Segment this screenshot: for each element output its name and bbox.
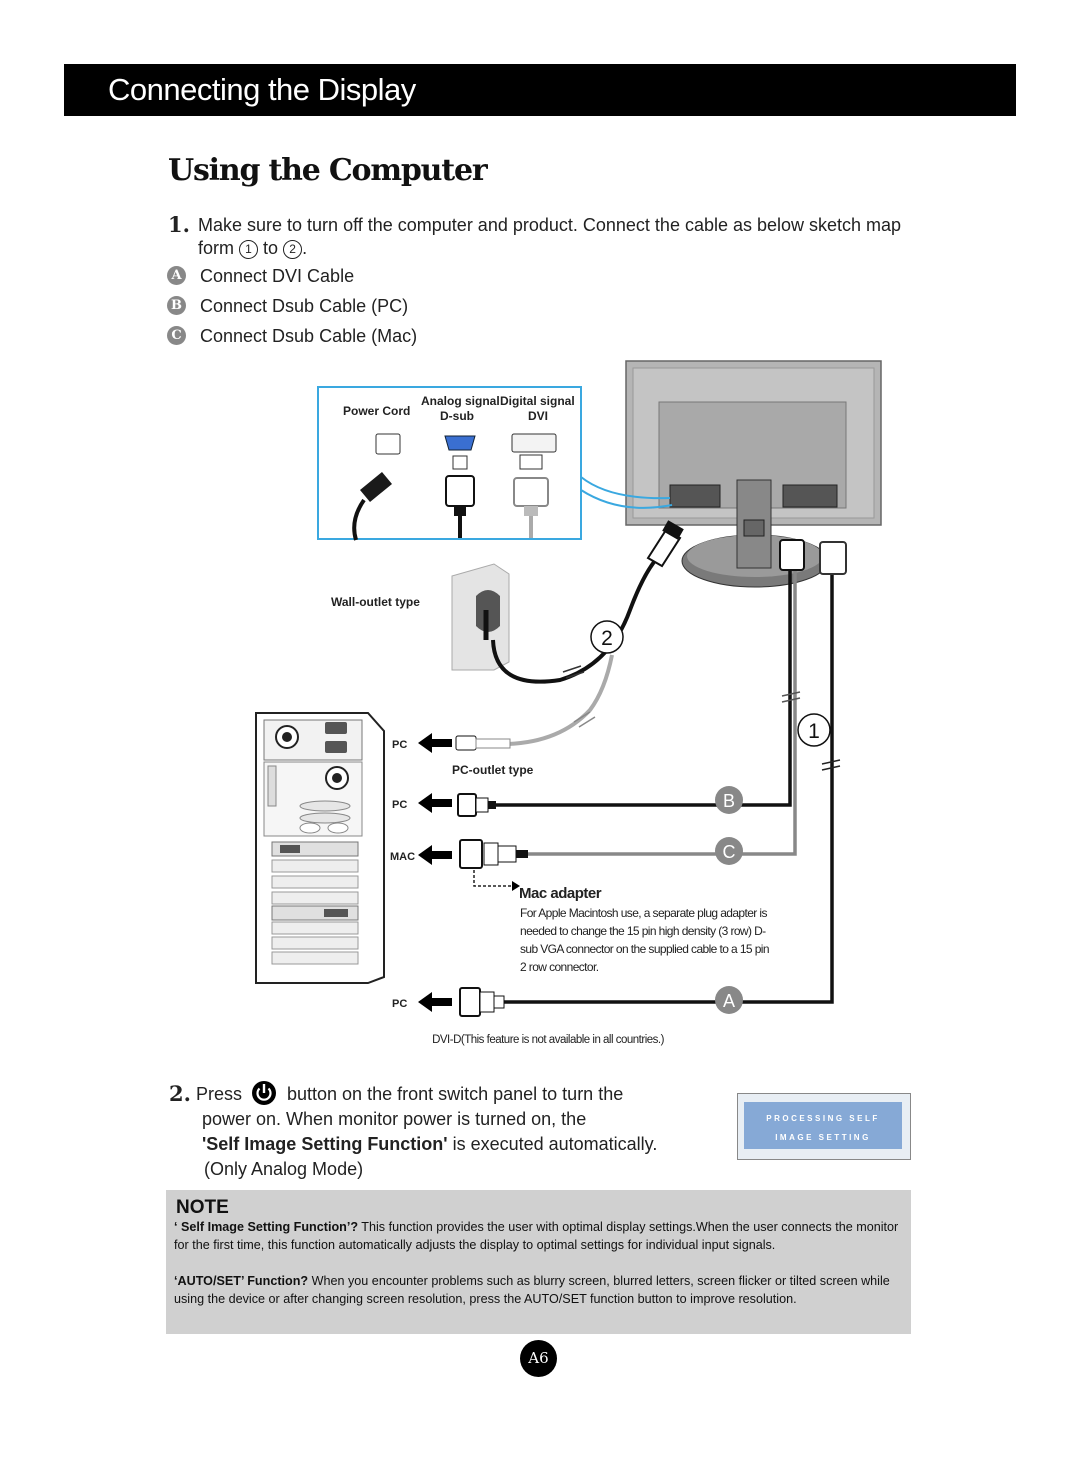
marker-b-letter: B bbox=[723, 791, 735, 811]
step-2-line-4: (Only Analog Mode) bbox=[204, 1159, 364, 1179]
step-1-to-text: to bbox=[263, 238, 279, 258]
note-paragraph-1: ‘ Self Image Setting Function’? This fun… bbox=[174, 1218, 902, 1255]
digital-signal-label: Digital signal bbox=[500, 394, 575, 408]
note-p2-bold: ‘AUTO/SET’ Function? bbox=[174, 1274, 309, 1288]
marker-b bbox=[715, 786, 743, 814]
step-1-period: . bbox=[302, 238, 308, 258]
bullet-c-icon: C bbox=[167, 326, 186, 345]
power-plug-icon bbox=[352, 472, 392, 541]
mac-adapter-text-1: For Apple Macintosh use, a separate plug… bbox=[520, 906, 768, 920]
marker-c bbox=[715, 837, 743, 865]
option-b-label: Connect Dsub Cable (PC) bbox=[200, 296, 409, 316]
power-port-icon bbox=[375, 433, 401, 455]
power-cord-label: Power Cord bbox=[343, 404, 410, 418]
mac-adapter-text-4: 2 row connector. bbox=[520, 960, 599, 974]
step-2-line-1: button on the front switch panel to turn… bbox=[287, 1084, 624, 1104]
dsub-label: D-sub bbox=[440, 409, 474, 423]
bullet-b-icon: B bbox=[167, 296, 186, 315]
analog-signal-label: Analog signal bbox=[421, 394, 500, 408]
step-2-line-3-rest: is executed automatically. bbox=[447, 1134, 658, 1154]
wall-outlet-label: Wall-outlet type bbox=[331, 595, 420, 609]
arrow-left-icon bbox=[418, 733, 452, 753]
step-1-line-2: form 1 to 2. bbox=[198, 237, 307, 260]
note-box: NOTE ‘ Self Image Setting Function’? Thi… bbox=[166, 1190, 911, 1334]
mac-adapter-text-3: sub VGA connector on the supplied cable … bbox=[520, 942, 769, 956]
dsub-plug-icon bbox=[445, 475, 475, 538]
dvi-port-icon bbox=[511, 433, 557, 453]
step-1-line-1: Make sure to turn off the computer and p… bbox=[198, 215, 902, 235]
step-2-line-3: 'Self Image Setting Function' is execute… bbox=[202, 1133, 657, 1156]
circle-2-icon: 2 bbox=[283, 239, 303, 259]
step-1-number: 1. bbox=[168, 212, 190, 237]
pc-label-2: PC bbox=[392, 799, 407, 811]
osd-line-1: PROCESSING SELF bbox=[766, 1114, 880, 1123]
pc-label-3: PC bbox=[392, 998, 407, 1010]
marker-a-letter: A bbox=[723, 991, 735, 1011]
dsub-mac-cable bbox=[528, 545, 797, 856]
step-2-number: 2. bbox=[169, 1081, 191, 1106]
marker-a bbox=[715, 986, 743, 1014]
osd-line-2: IMAGE SETTING bbox=[775, 1133, 871, 1142]
step-2-number: 2 bbox=[601, 627, 613, 650]
mac-adapter-text-2: needed to change the 15 pin high density… bbox=[520, 924, 766, 938]
dvi-pc-plug-icon bbox=[459, 987, 505, 1017]
note-p2-text: When you encounter problems such as blur… bbox=[174, 1274, 890, 1307]
pc-outlet-cable bbox=[507, 654, 614, 746]
dsub-port-icon bbox=[444, 435, 476, 451]
note-paragraph-2: ‘AUTO/SET’ Function? When you encounter … bbox=[174, 1272, 902, 1309]
step-1-marker bbox=[797, 713, 831, 747]
arrow-left-icon bbox=[418, 845, 452, 865]
monitor-power-plug-icon bbox=[646, 520, 684, 568]
mac-adapter-plug-icon bbox=[459, 839, 528, 869]
step-2-line-2: power on. When monitor power is turned o… bbox=[202, 1109, 587, 1129]
section-title: Using the Computer bbox=[168, 153, 488, 188]
option-a-label: Connect DVI Cable bbox=[200, 266, 355, 286]
marker-c-letter: C bbox=[723, 842, 736, 862]
option-c-label: Connect Dsub Cable (Mac) bbox=[200, 326, 418, 346]
dsub-pc-plug-icon bbox=[457, 793, 496, 817]
dsub-pc-cable bbox=[496, 545, 792, 807]
mac-label: MAC bbox=[390, 851, 415, 863]
power-button-icon bbox=[252, 1081, 276, 1105]
self-image-function-bold: 'Self Image Setting Function' bbox=[202, 1134, 448, 1154]
pc-outlet-label: PC-outlet type bbox=[452, 763, 534, 777]
pc-tower-icon bbox=[255, 712, 385, 984]
dvi-availability-note: DVI-D(This feature is not available in a… bbox=[432, 1034, 665, 1046]
mac-adapter-title: Mac adapter bbox=[519, 885, 602, 902]
header-bar: Connecting the Display bbox=[64, 64, 1016, 116]
pc-outlet-plug-icon bbox=[455, 735, 511, 751]
dvi-label: DVI bbox=[528, 409, 548, 423]
dvi-plug-icon bbox=[513, 477, 549, 538]
self-image-setting-osd: PROCESSING SELF IMAGE SETTING bbox=[737, 1093, 911, 1160]
dvi-cable bbox=[504, 560, 834, 1004]
arrow-left-icon bbox=[418, 992, 452, 1012]
note-p1-bold: ‘ Self Image Setting Function’? bbox=[174, 1220, 359, 1234]
page-number: A6 bbox=[520, 1340, 557, 1377]
step-2-press: Press bbox=[196, 1084, 243, 1104]
step-2-marker bbox=[590, 620, 624, 654]
monitor-dsub-plug-icon bbox=[779, 539, 805, 571]
note-title: NOTE bbox=[176, 1197, 229, 1218]
bullet-a-icon: A bbox=[167, 266, 186, 285]
arrow-left-icon bbox=[418, 793, 452, 813]
monitor-back-icon bbox=[625, 360, 882, 588]
note-p1-text: This function provides the user with opt… bbox=[174, 1220, 899, 1253]
pc-label-1: PC bbox=[392, 739, 407, 751]
monitor-dvi-plug-icon bbox=[819, 541, 847, 575]
step-1-marker-number: 1 bbox=[808, 720, 820, 743]
power-cable bbox=[491, 553, 662, 684]
step-1-form-text: form bbox=[198, 238, 234, 258]
circle-1-icon: 1 bbox=[239, 239, 259, 259]
wall-outlet-icon bbox=[451, 563, 510, 671]
page-header-title: Connecting the Display bbox=[108, 72, 416, 107]
